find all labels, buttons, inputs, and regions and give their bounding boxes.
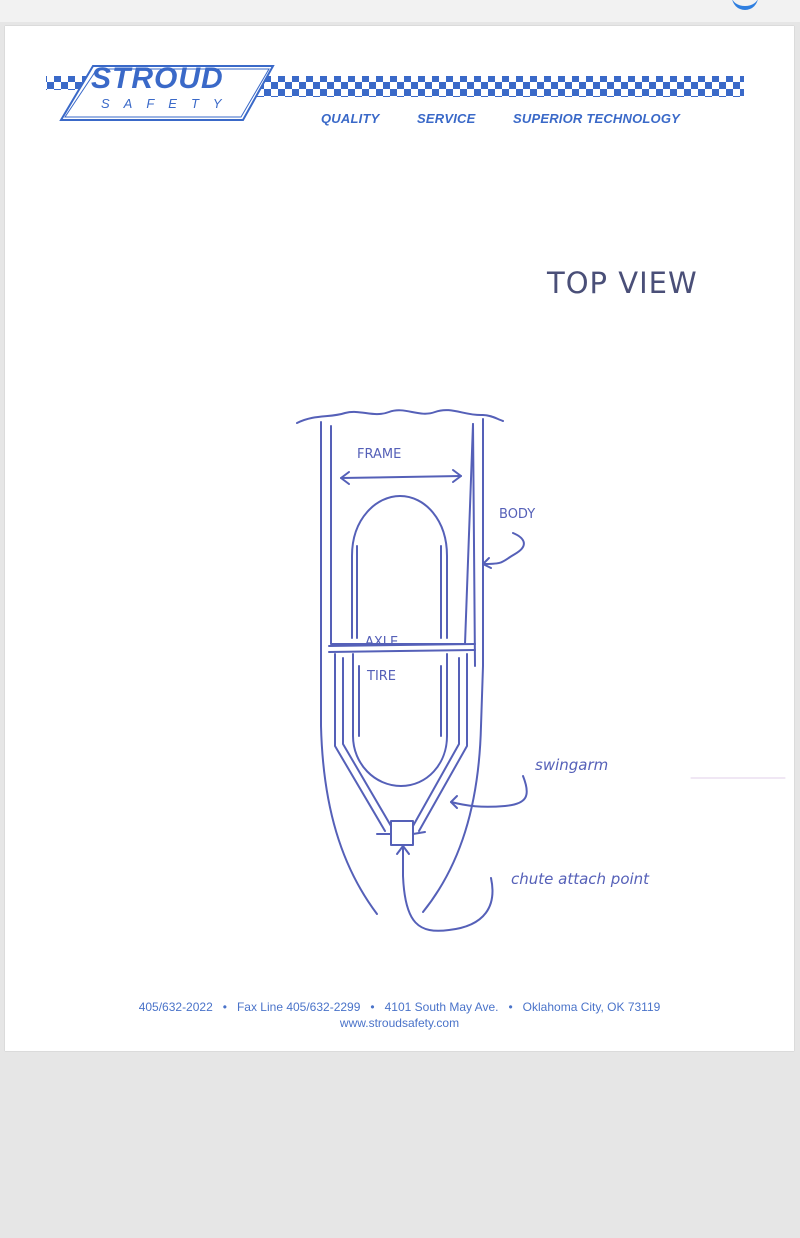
- lower-tire-outline: [352, 653, 448, 787]
- document-page: STROUD SAFETY QUALITY SERVICE SUPERIOR T…: [5, 26, 794, 1051]
- footer-separator: •: [222, 1000, 227, 1014]
- footer-website[interactable]: www.stroudsafety.com: [339, 1016, 460, 1030]
- checkered-band-icon: [46, 65, 744, 121]
- footer-phone: 405/632-2022: [138, 1000, 213, 1014]
- body-leader: [482, 532, 525, 565]
- footer-address: 4101 South May Ave.: [384, 1000, 499, 1014]
- body-outline-left: [320, 421, 378, 915]
- cut-line: [296, 409, 504, 424]
- footer-contact: 405/632-2022 • Fax Line 405/632-2299 • 4101 …: [5, 1000, 794, 1014]
- chute-leader: [402, 845, 494, 932]
- label-tire: TIRE: [366, 669, 396, 684]
- label-swingarm: swingarm: [535, 756, 608, 774]
- viewer-top-bar: [0, 0, 800, 22]
- body-outline-right: [422, 418, 484, 913]
- tagline-technology: SUPERIOR TECHNOLOGY: [513, 111, 681, 126]
- corner-indicator-icon: [732, 0, 758, 10]
- label-chute-attach: chute attach point: [511, 870, 650, 888]
- label-axle: AXLE: [365, 635, 398, 650]
- letterhead: STROUD SAFETY QUALITY SERVICE SUPERIOR T…: [5, 26, 794, 166]
- label-frame: FRAME: [357, 447, 401, 462]
- swingarm-leader: [450, 775, 528, 808]
- upper-tire-outline: [351, 495, 448, 639]
- swingarm-left: [334, 653, 386, 832]
- swingarm-right: [418, 653, 468, 832]
- frame-rail-left: [330, 423, 474, 645]
- chute-attach-block: [390, 820, 414, 846]
- footer-separator: •: [508, 1000, 513, 1014]
- tagline-service: SERVICE: [417, 111, 476, 126]
- label-body: BODY: [499, 507, 535, 522]
- tagline-quality: QUALITY: [321, 111, 380, 126]
- footer-city: Oklahoma City, OK 73119: [522, 1000, 661, 1014]
- logo-subtitle: SAFETY: [101, 96, 236, 111]
- frame-dimension-arrow: [340, 475, 462, 479]
- axle-line: [328, 643, 476, 647]
- frame-rail-right: [472, 423, 476, 667]
- footer-fax: Fax Line 405/632-2299: [236, 1000, 361, 1014]
- footer-separator: •: [370, 1000, 375, 1014]
- drawing-title: TOP VIEW: [547, 266, 698, 300]
- logo-wordmark: STROUD: [91, 62, 224, 95]
- trailer-sketch: FRAME BODY AXLE TIRE swingarm chute atta…: [296, 409, 786, 932]
